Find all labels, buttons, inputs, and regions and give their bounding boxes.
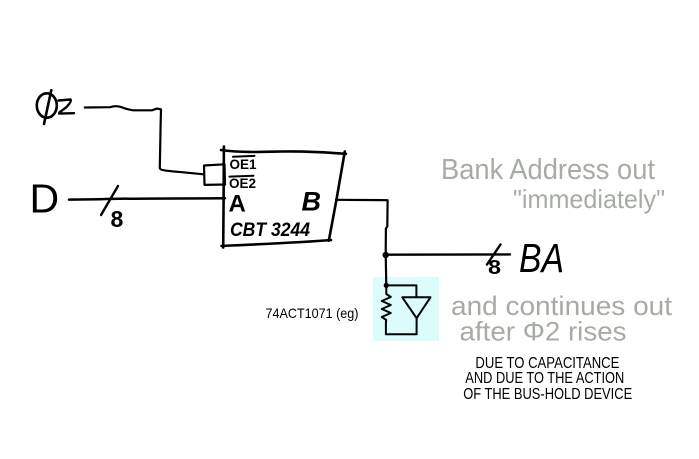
svg-text:"immediately": "immediately" (513, 184, 665, 214)
svg-text:CBT 3244: CBT 3244 (230, 220, 310, 241)
svg-text:OE1: OE1 (230, 157, 258, 172)
svg-text:and continues out: and continues out (451, 291, 673, 321)
svg-text:OE2: OE2 (229, 176, 256, 191)
svg-text:8: 8 (111, 206, 124, 232)
svg-text:8: 8 (488, 257, 501, 279)
svg-text:B: B (302, 187, 322, 217)
svg-text:DUE TO CAPACITANCE: DUE TO CAPACITANCE (475, 355, 619, 372)
svg-text:D: D (30, 175, 60, 221)
svg-text:OF THE BUS-HOLD DEVICE: OF THE BUS-HOLD DEVICE (463, 386, 632, 403)
svg-text:74ACT1071 (eg): 74ACT1071 (eg) (266, 305, 359, 321)
svg-text:AND DUE TO THE ACTION: AND DUE TO THE ACTION (465, 370, 624, 387)
svg-text:after Φ2 rises: after Φ2 rises (460, 317, 627, 347)
svg-text:BA: BA (519, 235, 564, 281)
svg-text:A: A (229, 191, 246, 218)
svg-text:Bank Address out: Bank Address out (441, 154, 655, 186)
